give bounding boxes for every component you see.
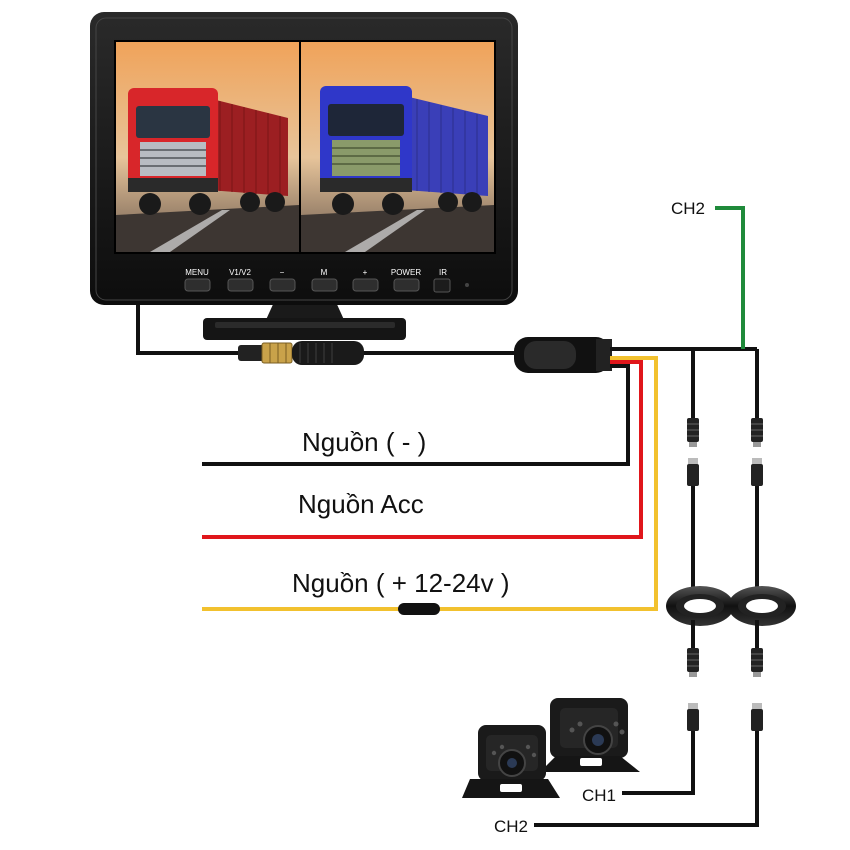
video-cable-trunk	[610, 347, 759, 420]
v1-v2-button-label: V1/V2	[229, 268, 251, 277]
monitor-base	[203, 318, 406, 340]
backup-camera-2	[462, 725, 560, 798]
ch1-label: CH1	[582, 786, 616, 805]
splitter-box	[514, 337, 612, 373]
camera-view-left	[116, 42, 299, 252]
menu-button[interactable]: MENU	[184, 268, 211, 292]
ground-wire	[202, 364, 630, 466]
ch2-bottom-label: CH2	[494, 817, 528, 836]
ch2-signal-wire	[715, 206, 745, 349]
plus-button[interactable]: +	[352, 268, 379, 292]
ch1-cable-path	[622, 418, 734, 795]
aviation-connector	[687, 648, 699, 731]
fuse-holder	[398, 603, 440, 615]
aviation-connector	[687, 418, 699, 486]
ir-sensor-label: IR	[439, 268, 447, 277]
ir-sensor: IR	[433, 268, 451, 293]
cable-coil	[666, 586, 734, 626]
aviation-connector	[751, 648, 763, 731]
m-button[interactable]: M	[311, 268, 338, 292]
monitor-stand	[265, 300, 345, 322]
minus-button[interactable]: −	[269, 268, 296, 292]
power-button[interactable]: POWER	[391, 268, 421, 292]
plus-button-label: +	[363, 268, 368, 277]
v1-v2-button[interactable]: V1/V2	[227, 268, 254, 292]
acc-wire-label: Nguồn Acc	[298, 489, 424, 519]
monitor: MENU V1/V2 − M + POWER	[90, 12, 518, 340]
menu-button-label: MENU	[185, 268, 209, 277]
aviation-connector	[751, 418, 763, 486]
ch2-cable-path	[534, 418, 796, 827]
cable-coil	[728, 586, 796, 626]
power-button-label: POWER	[391, 268, 421, 277]
inline-connector	[238, 341, 364, 365]
monitor-button-panel: MENU V1/V2 − M + POWER	[184, 268, 469, 293]
ground-wire-label: Nguồn ( - )	[302, 427, 426, 457]
ch2-top-label: CH2	[671, 199, 705, 218]
backup-camera-1	[540, 698, 640, 772]
m-button-label: M	[321, 268, 328, 277]
power-wire-label: Nguồn ( + 12-24v )	[292, 568, 510, 598]
camera-view-right	[301, 42, 494, 252]
acc-wire	[202, 360, 643, 539]
power-led-icon	[465, 283, 469, 287]
minus-button-label: −	[280, 268, 285, 277]
monitor-cable	[136, 305, 520, 355]
